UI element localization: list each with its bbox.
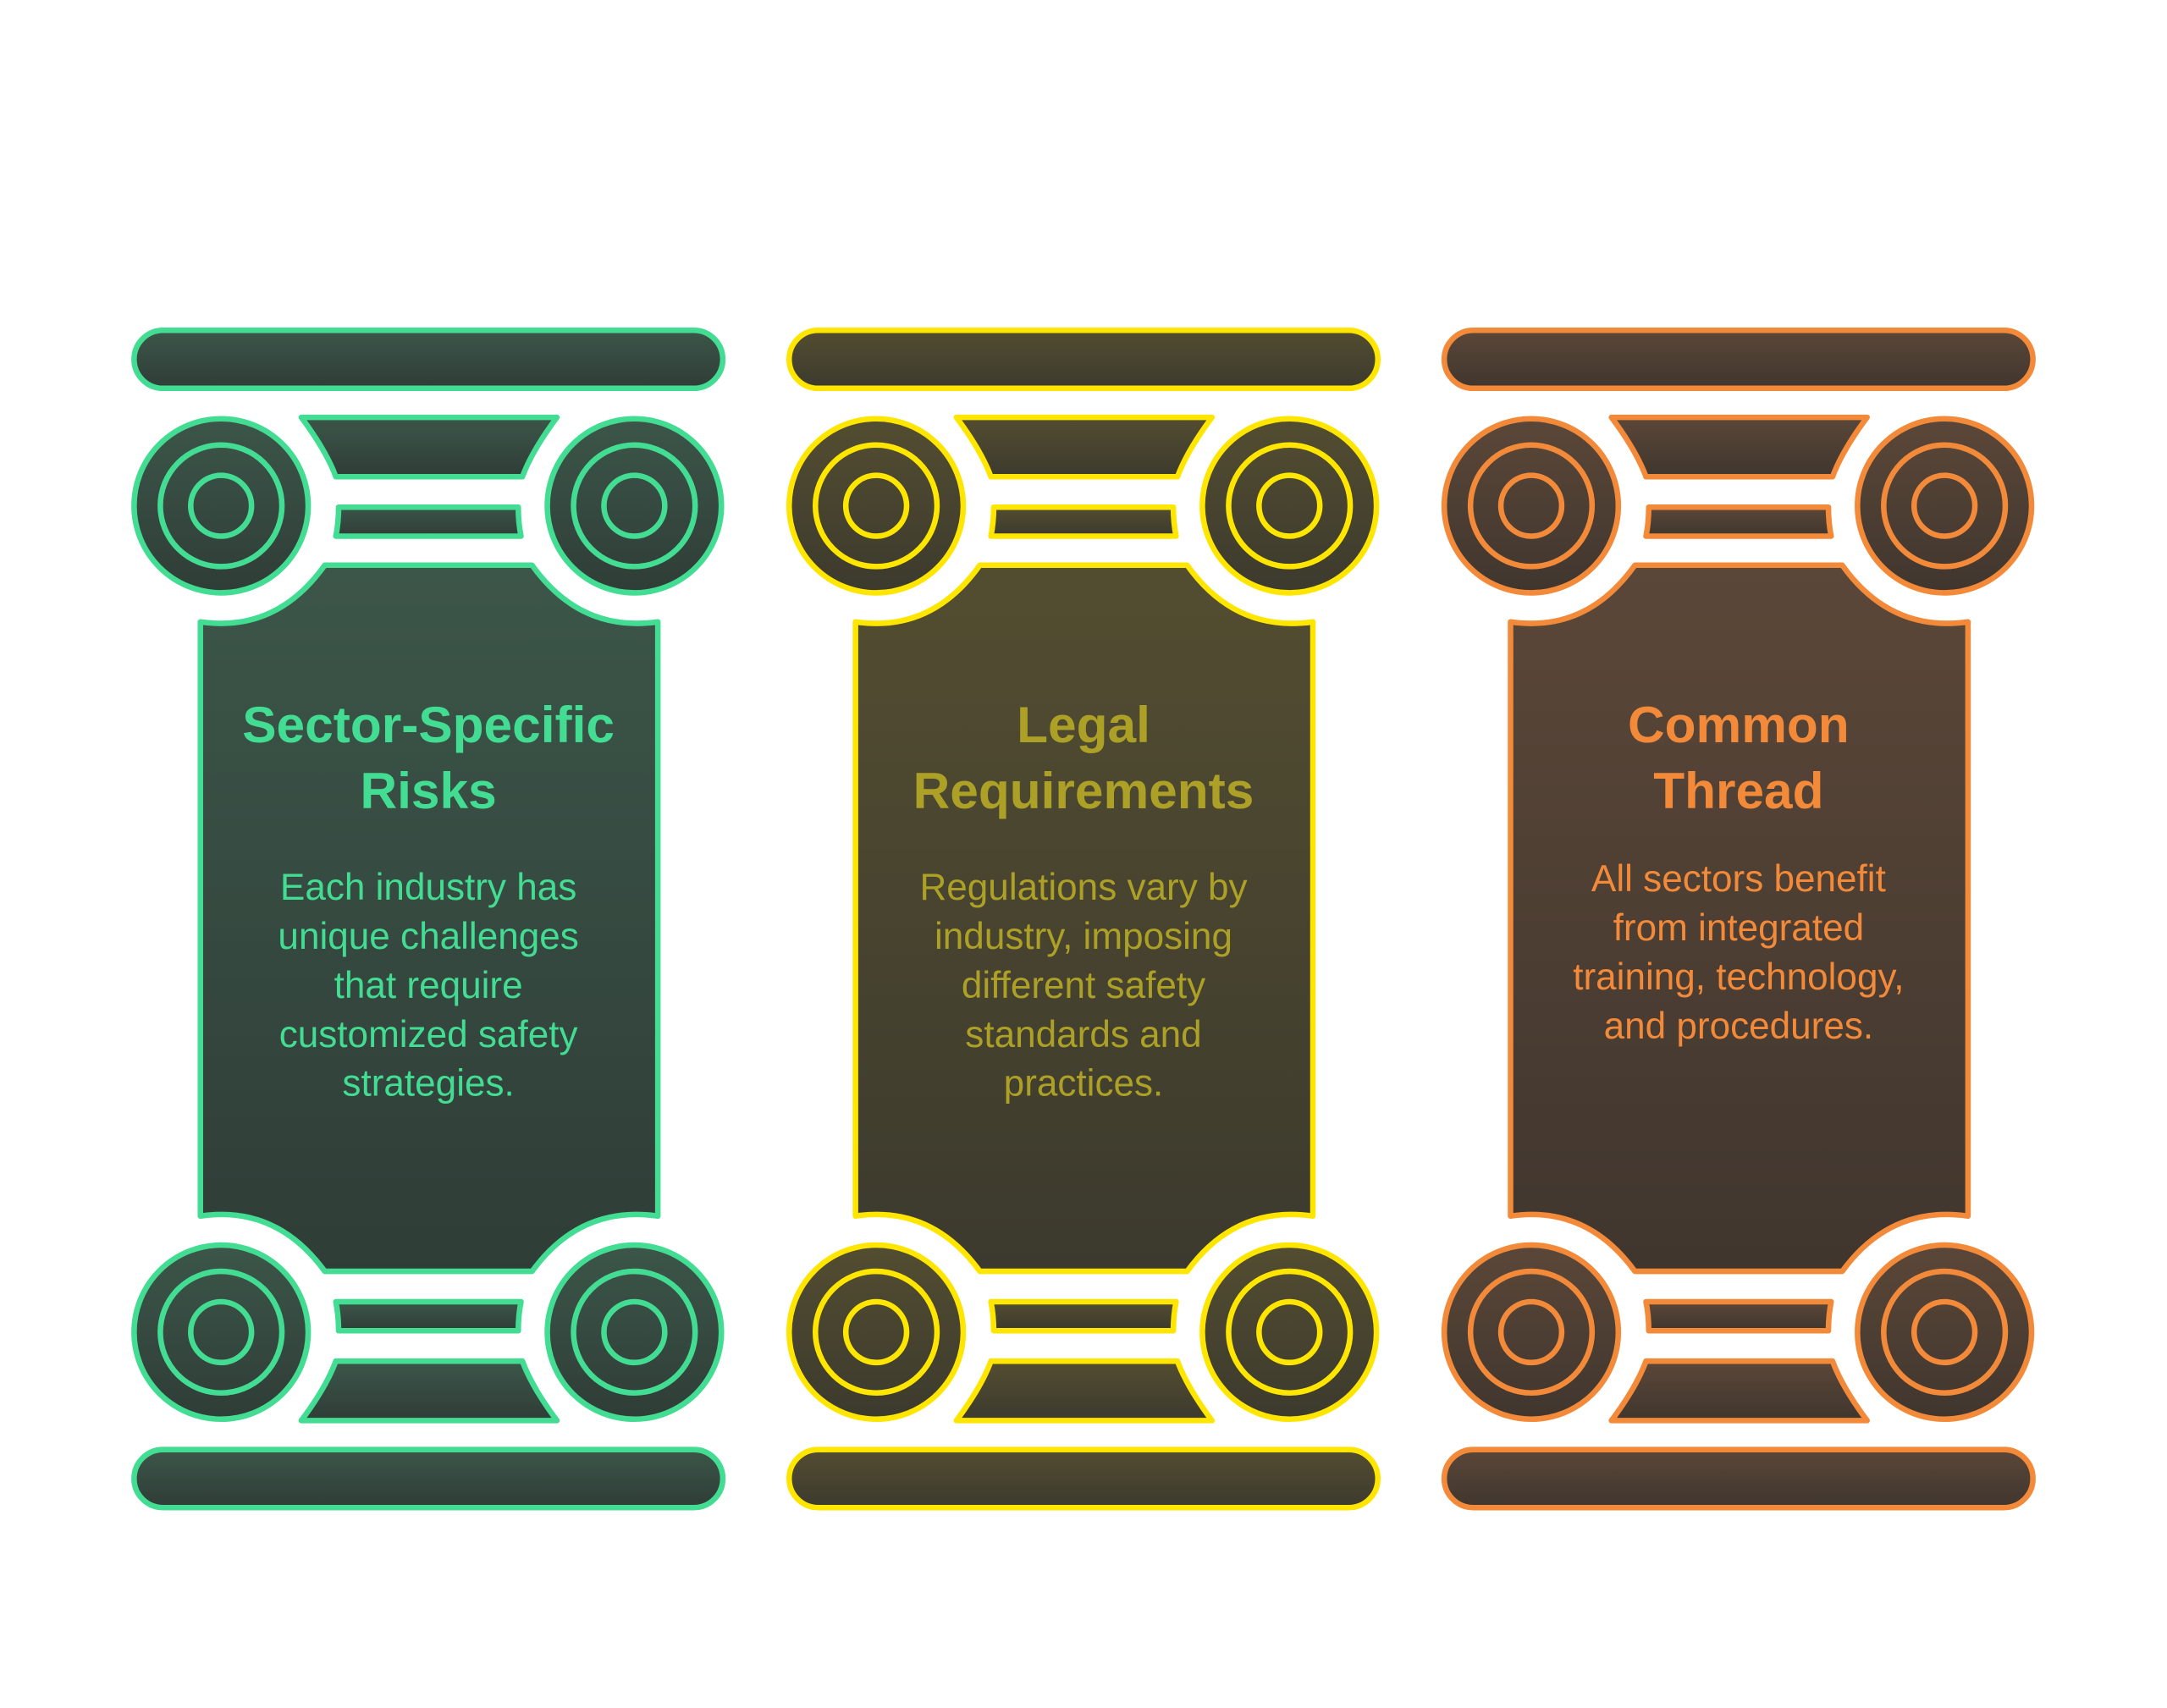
pillar-title-line: Sector-Specific bbox=[242, 696, 615, 753]
top-capital-trapezoid bbox=[298, 414, 560, 480]
top-capital-band bbox=[333, 504, 524, 539]
bottom-bar bbox=[1441, 1446, 2036, 1511]
pillar-description-line: industry, imposing bbox=[935, 916, 1232, 957]
pillar-shaft bbox=[197, 562, 661, 1275]
bottom-volute-right-ring bbox=[571, 1268, 698, 1396]
pillar-description-line: that require bbox=[334, 965, 523, 1006]
top-volute-left-core bbox=[842, 472, 910, 539]
top-volute-right-ring bbox=[571, 442, 698, 570]
pillar-description-line: customized safety bbox=[279, 1014, 578, 1055]
pillar-shaft bbox=[852, 562, 1316, 1275]
pillar-title-line: Requirements bbox=[913, 762, 1254, 819]
top-volute-left-core bbox=[188, 472, 255, 539]
bottom-volute-left-core bbox=[842, 1298, 910, 1366]
bottom-bar bbox=[786, 1446, 1381, 1511]
top-capital-trapezoid bbox=[1608, 414, 1870, 480]
pillar-description-line: All sectors benefit bbox=[1591, 858, 1886, 900]
pillar-title-line: Legal bbox=[1017, 696, 1150, 753]
bottom-volute-left-ring bbox=[1467, 1268, 1596, 1396]
top-volute-left-ring bbox=[813, 442, 940, 570]
pillar-shaft bbox=[1508, 562, 1971, 1275]
pillar-description-line: practices. bbox=[1004, 1063, 1164, 1105]
bottom-volute-right-core bbox=[1256, 1298, 1323, 1366]
bottom-capital-trapezoid bbox=[1608, 1358, 1870, 1424]
bottom-volute-right-ring bbox=[1881, 1268, 2009, 1396]
pillar-description-line: standards and bbox=[965, 1014, 1201, 1055]
pillar-description-line: training, technology, bbox=[1573, 956, 1904, 998]
bottom-volute-right-core bbox=[1911, 1298, 1978, 1366]
bottom-bar bbox=[131, 1446, 726, 1511]
bottom-volute-right-core bbox=[601, 1298, 668, 1366]
pillar-title-line: Thread bbox=[1653, 762, 1823, 819]
bottom-capital-band bbox=[1643, 1298, 1834, 1334]
bottom-volute-right-ring bbox=[1226, 1268, 1354, 1396]
pillar-description-line: strategies. bbox=[342, 1063, 514, 1105]
bottom-volute-left-ring bbox=[157, 1268, 285, 1396]
top-volute-right-core bbox=[601, 472, 668, 539]
bottom-volute-left-core bbox=[1497, 1298, 1565, 1366]
pillar-description-line: Each industry has bbox=[280, 867, 576, 908]
top-capital-band bbox=[988, 504, 1179, 539]
bottom-capital-band bbox=[333, 1298, 524, 1334]
bottom-volute-left-ring bbox=[813, 1268, 940, 1396]
top-bar bbox=[131, 327, 726, 392]
pillar-description-line: from integrated bbox=[1613, 907, 1864, 949]
top-volute-left-ring bbox=[1467, 442, 1596, 570]
pillar-description-line: different safety bbox=[962, 965, 1205, 1006]
bottom-capital-trapezoid bbox=[298, 1358, 560, 1424]
pillar-title-line: Common bbox=[1628, 696, 1850, 753]
pillar-description-line: Regulations vary by bbox=[919, 867, 1247, 908]
bottom-capital-band bbox=[988, 1298, 1179, 1334]
top-bar bbox=[1441, 327, 2036, 392]
pillar-title-line: Risks bbox=[361, 762, 497, 819]
pillar-description-line: unique challenges bbox=[278, 916, 578, 957]
top-bar bbox=[786, 327, 1381, 392]
bottom-volute-left-core bbox=[188, 1298, 255, 1366]
top-volute-left-ring bbox=[157, 442, 285, 570]
top-volute-right-ring bbox=[1226, 442, 1354, 570]
top-volute-right-ring bbox=[1881, 442, 2009, 570]
pillar-description-line: and procedures. bbox=[1604, 1006, 1874, 1047]
bottom-capital-trapezoid bbox=[953, 1358, 1216, 1424]
top-capital-trapezoid bbox=[953, 414, 1216, 480]
top-volute-left-core bbox=[1497, 472, 1565, 539]
top-volute-right-core bbox=[1911, 472, 1978, 539]
top-capital-band bbox=[1643, 504, 1834, 539]
top-volute-right-core bbox=[1256, 472, 1323, 539]
